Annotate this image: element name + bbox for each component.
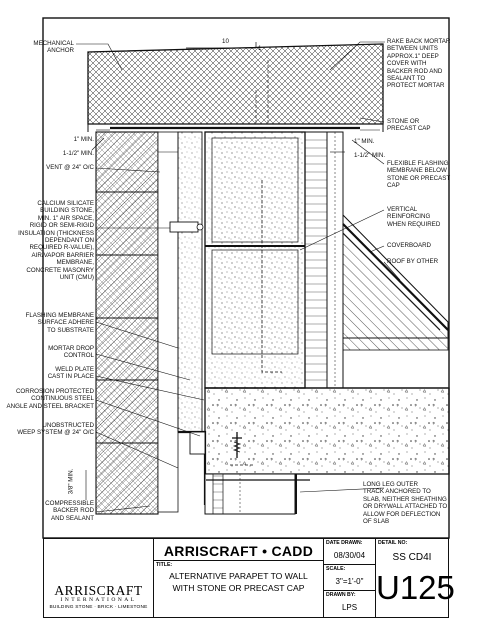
detail-label: DETAIL No: [378,540,408,546]
label-min-right-2: 1-1/2" MIN. [354,152,386,159]
firm-cell: ARRISCRAFT • CADD [154,539,324,561]
leaders-right [299,41,401,493]
detail-number: SS CD4I [392,552,432,563]
wall-tie [169,221,204,233]
label-long-leg: LONG LEG OUTER TRACK ANCHORED TO SLAB, N… [363,481,448,526]
label-mechanical-anchor: MECHANICAL ANCHOR [33,40,74,55]
date-value: 08/30/04 [333,551,366,560]
stone-veneer [95,131,159,515]
label-flashing-membrane: FLASHING MEMBRANE SURFACE ADHERE TO SUBS… [25,312,94,334]
label-mortar-drop: MORTAR DROP CONTROL [48,345,94,360]
brand-subtitle: INTERNATIONAL [60,597,137,603]
label-corrosion: CORROSION PROTECTED CONTINUOUS STEEL ANG… [6,388,94,410]
scale-cell: SCALE: 3"=1'-0" [324,565,376,591]
label-weld-plate: WELD PLATE CAST IN PLACE [47,366,94,381]
parapet-sheathing [304,131,344,389]
slope-rise: 1 [258,45,262,52]
label-roof-by-other: ROOF BY OTHER [387,258,439,265]
brand-name: ARRISCRAFT [54,583,143,598]
label-min-left: 1" MIN. [73,136,94,143]
slope-indicator [186,42,257,49]
label-stone-cap: STONE OR PRECAST CAP [387,118,431,133]
date-label: DATE DRAWN: [326,540,363,546]
title-cell: TITLE: ALTERNATIVE PARAPET TO WALL WITH … [154,561,324,617]
drawn-value: LPS [341,603,358,612]
label-flexible-flashing: FLEXIBLE FLASHING MEMBRANE BELOW STONE O… [387,160,451,190]
leaders-left [76,43,205,513]
label-unobstructed: UNOBSTRUCTED WEEP SYSTEM @ 24" O/C [17,422,94,437]
label-rake-back: RAKE BACK MORTAR BETWEEN UNITS APPROX.1"… [387,38,451,90]
logo-cell: ARRISCRAFT INTERNATIONAL BUILDING STONE … [44,539,154,617]
label-three-eighths: 3/8" MIN. [67,468,75,495]
scale-label: SCALE: [326,566,346,572]
slope-run: 10 [222,38,229,45]
cmu-wall [204,131,306,389]
roof-assembly [342,213,449,351]
label-vent: VENT @ 24" O/C [46,164,94,171]
drawing-title: ALTERNATIVE PARAPET TO WALL WITH STONE O… [169,571,308,593]
deflection-track [204,473,310,515]
drawn-label: DRAWN BY: [326,592,356,598]
detail-cell: DETAIL No: SS CD4I U125 [376,539,455,617]
stone-cap [87,43,384,132]
title-label: TITLE: [156,562,173,568]
scale-value: 3"=1'-0" [335,577,364,586]
label-calcium-silicate: CALCIUM SILICATE BUILDING STONE, MIN. 1"… [18,200,94,282]
sheet-number: U125 [376,569,455,606]
label-vertical-reinforcing: VERTICAL REINFORCING WHEN REQUIRED [387,206,441,228]
drawn-cell: DRAWN BY: LPS [324,591,376,617]
label-min-right: 1" MIN. [354,138,375,145]
insulation-band [157,131,203,513]
dimension-marks [85,129,380,500]
concrete-slab [204,387,450,475]
label-coverboard: COVERBOARD [387,242,432,249]
date-cell: DATE DRAWN: 08/30/04 [324,539,376,565]
brand-tagline: BUILDING STONE · BRICK · LIMESTONE [49,605,148,610]
label-compressible: COMPRESSIBLE BACKER ROD AND SEALANT [45,500,94,522]
label-min-left-2: 1-1/2" MIN. [62,150,94,157]
title-block: ARRISCRAFT INTERNATIONAL BUILDING STONE … [43,538,455,618]
firm-name: ARRISCRAFT • CADD [163,543,314,559]
